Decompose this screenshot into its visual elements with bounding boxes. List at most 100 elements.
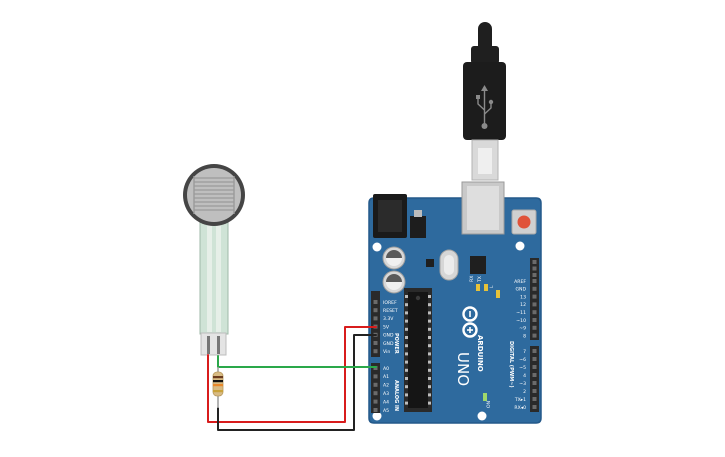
capacitor (382, 246, 406, 270)
analog-header (371, 363, 380, 413)
resistor-band (213, 390, 223, 393)
analog-pin-label: A5 (383, 408, 389, 414)
chip-pin-row (405, 295, 408, 405)
digital-pin-hole[interactable] (532, 310, 537, 315)
digital-pin-hole[interactable] (532, 266, 537, 271)
chip-pin (405, 360, 408, 364)
analog-pin-label: A1 (383, 374, 389, 380)
resistor-band (213, 380, 223, 383)
analog-pin-label: A2 (383, 383, 389, 389)
analog-pin-hole[interactable] (373, 391, 378, 396)
fsr-pin (207, 336, 210, 354)
analog-pin-label: A0 (383, 366, 389, 372)
regulator-tab (414, 210, 422, 217)
resistor-band (213, 384, 223, 387)
chip-pin (405, 327, 408, 331)
digital-pin-label: 7 (523, 349, 526, 355)
power-pin-hole[interactable] (373, 349, 378, 354)
digital-pin-hole[interactable] (532, 373, 537, 377)
wire-gnd-black[interactable] (217, 334, 377, 431)
digital-pin-hole[interactable] (532, 318, 537, 322)
power-pin-label: Vin (383, 349, 390, 355)
power-pin-hole[interactable] (373, 308, 378, 313)
power-section-label: POWER (393, 333, 399, 354)
digital-pin-hole[interactable] (532, 333, 537, 338)
wire-5v-red[interactable] (207, 326, 377, 423)
crystal-oscillator-inner (444, 255, 454, 275)
voltage-regulator (410, 216, 426, 238)
usb-shell-highlight (478, 148, 492, 174)
analog-pin-hole[interactable] (373, 399, 378, 404)
wires (207, 326, 377, 431)
chip-pin (405, 401, 408, 405)
chip-pin (405, 295, 408, 298)
digital-pin-label: 2 (523, 389, 526, 395)
chip-pin (428, 336, 431, 339)
power-pin-hole[interactable] (373, 300, 378, 304)
on-label: ON (486, 401, 492, 408)
chip-pin (428, 352, 431, 356)
fsr-pattern (193, 176, 235, 214)
chip-pin (405, 368, 408, 372)
chip-pin (405, 385, 408, 389)
digital-pin-hole[interactable] (532, 381, 537, 385)
usb-b-connector-inner (467, 186, 499, 230)
fsr-tail (199, 213, 229, 335)
digital-pin-hole[interactable] (532, 325, 537, 330)
mounting-hole (372, 411, 382, 421)
digital-pin-hole[interactable] (532, 294, 537, 299)
digital-pin-hole[interactable] (532, 260, 537, 264)
analog-pin-hole[interactable] (373, 382, 378, 387)
chip-pin (405, 336, 408, 339)
digital-pin-label: 12 (520, 302, 526, 308)
digital-pin-label: ~11 (516, 310, 526, 316)
usb-interface-chip (470, 256, 486, 274)
digital-pin-label: ~9 (519, 326, 526, 332)
chip-pin (428, 344, 431, 348)
power-pin-hole[interactable] (373, 316, 378, 321)
chip-pin (428, 393, 431, 397)
arduino-uno-board[interactable]: RX TX L ON ARDUINO UNO IOREFRESET3.3V5VG… (368, 181, 542, 424)
digital-pin-hole[interactable] (532, 349, 537, 353)
resistor[interactable] (212, 367, 224, 408)
wire-a0-green[interactable] (217, 355, 377, 368)
digital-pin-hole[interactable] (532, 389, 537, 393)
analog-pin-hole[interactable] (373, 408, 378, 412)
chip-pin (428, 368, 431, 372)
power-pin-label: 5V (383, 324, 390, 330)
digital-pin-label: RX◂0 (514, 405, 526, 411)
digital-pin-hole[interactable] (532, 273, 537, 277)
digital-pin-hole[interactable] (532, 405, 537, 409)
reset-button[interactable] (517, 215, 531, 229)
chip-pin (428, 327, 431, 331)
usb-symbol-icon (476, 85, 494, 129)
force-sensitive-resistor[interactable] (183, 164, 245, 356)
digital-pin-label: GND (515, 287, 526, 293)
digital-pin-label: 8 (523, 333, 526, 339)
fsr-trace (216, 222, 221, 332)
analog-pin-hole[interactable] (373, 374, 378, 379)
chip-pin (428, 401, 431, 405)
power-pin-label: IOREF (383, 300, 397, 306)
analog-pin-label: A4 (383, 399, 389, 405)
digital-pin-hole[interactable] (532, 397, 537, 401)
led-rx (476, 284, 480, 291)
model-label: UNO (454, 352, 472, 386)
digital-pin-hole[interactable] (532, 357, 537, 361)
power-pin-hole[interactable] (373, 341, 378, 345)
fsr-trace (207, 222, 212, 332)
digital-pin-label: ~10 (516, 318, 526, 324)
digital-pin-hole[interactable] (532, 365, 537, 369)
digital-pin-label: ~5 (519, 365, 526, 371)
digital-pin-label: 13 (520, 294, 526, 300)
digital-pin-hole[interactable] (532, 286, 537, 291)
chip-pin (405, 303, 408, 307)
chip-pin (405, 319, 408, 323)
digital-pin-label: ~6 (519, 357, 526, 363)
digital-pin-hole[interactable] (532, 279, 537, 283)
digital-pin-hole[interactable] (532, 302, 537, 307)
power-header (371, 291, 380, 357)
chip-pin (428, 319, 431, 323)
